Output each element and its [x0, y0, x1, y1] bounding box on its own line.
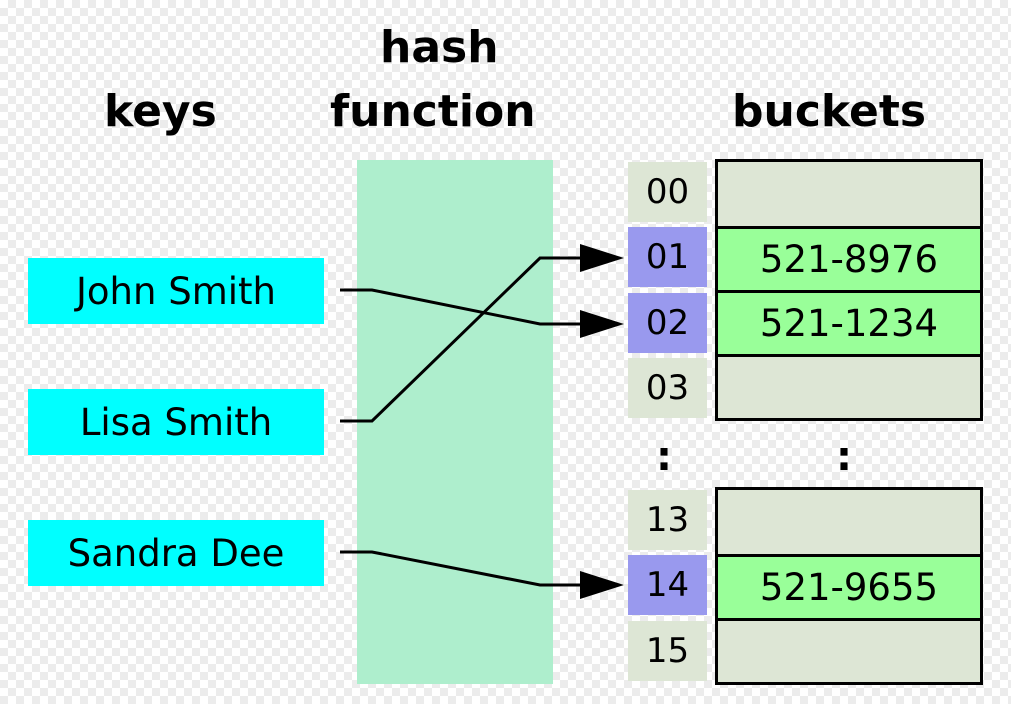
index-cell-15: 15: [628, 621, 707, 681]
bucket-slot-00: [718, 162, 980, 226]
key-box-sandra-dee: Sandra Dee: [28, 520, 324, 586]
bucket-slot-01: 521-8976: [718, 226, 980, 290]
arrowhead-14: [580, 571, 624, 599]
bucket-value: 521-8976: [759, 238, 939, 281]
hash-function-heading-line2: function: [330, 86, 536, 137]
index-cell-14: 14: [628, 555, 707, 615]
arrow-lisa-smith-to-01: [340, 256, 582, 423]
bucket-slot-02: 521-1234: [718, 290, 980, 354]
key-label: Lisa Smith: [79, 400, 273, 444]
hash-function-heading-line1: hash: [380, 22, 499, 73]
key-label: Sandra Dee: [67, 531, 285, 575]
index-label: 02: [645, 303, 690, 343]
index-label: 03: [645, 368, 690, 408]
key-label: John Smith: [76, 269, 276, 313]
index-cell-01: 01: [628, 227, 707, 287]
bucket-slot-14: 521-9655: [718, 554, 980, 618]
bucket-slot-03: [718, 354, 980, 418]
index-label: 14: [645, 565, 690, 605]
arrow-sandra-dee-to-14: [340, 550, 582, 587]
index-cell-03: 03: [628, 358, 707, 418]
index-label: 00: [645, 172, 690, 212]
buckets-heading: buckets: [732, 86, 927, 137]
bucket-slot-13: [718, 490, 980, 554]
arrowhead-02: [580, 310, 624, 338]
bucket-value: 521-1234: [759, 302, 939, 345]
arrowhead-01: [580, 244, 624, 272]
index-cell-00: 00: [628, 162, 707, 222]
bucket-group-top: 521-8976 521-1234: [715, 159, 983, 421]
bucket-slot-15: [718, 618, 980, 682]
key-box-lisa-smith: Lisa Smith: [28, 389, 324, 455]
index-cell-02: 02: [628, 293, 707, 353]
index-label: 13: [645, 500, 690, 540]
bucket-group-bottom: 521-9655: [715, 487, 983, 685]
index-label: 01: [645, 237, 690, 277]
keys-heading: keys: [104, 86, 217, 137]
key-box-john-smith: John Smith: [28, 258, 324, 324]
bucket-value: 521-9655: [759, 566, 939, 609]
index-label: 15: [645, 631, 690, 671]
arrow-john-smith-to-02: [340, 288, 582, 326]
hash-function-column: [357, 160, 553, 684]
index-ellipsis: :: [656, 434, 672, 480]
index-cell-13: 13: [628, 490, 707, 550]
bucket-ellipsis: :: [836, 434, 852, 480]
